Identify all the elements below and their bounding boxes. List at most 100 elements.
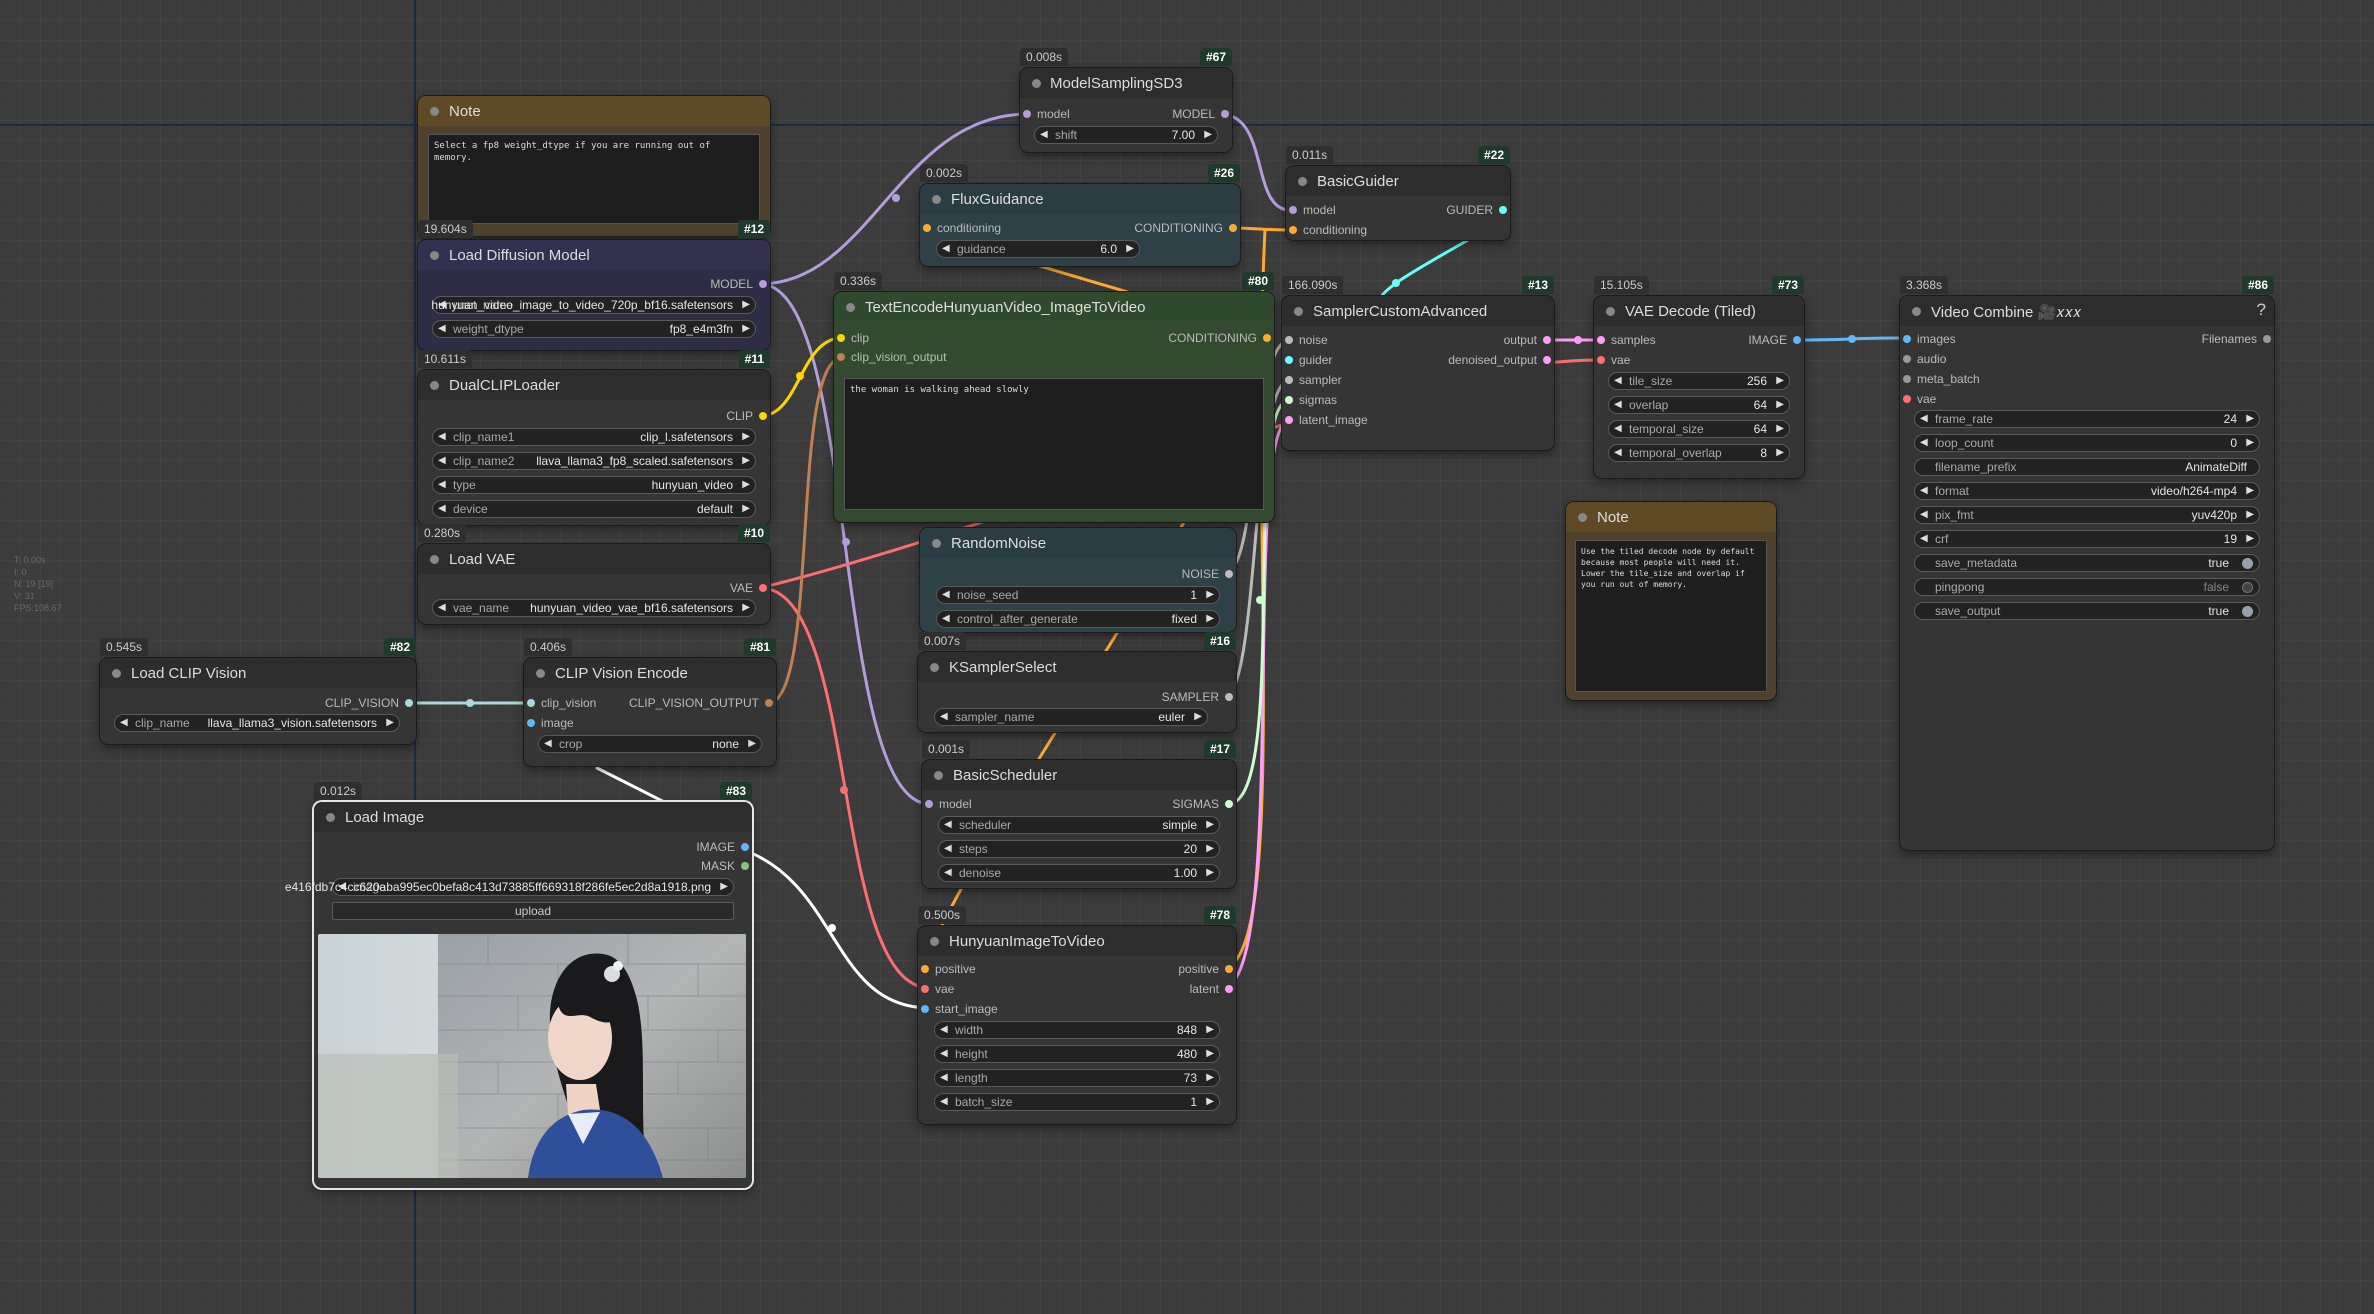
increment-arrow[interactable]: ▶ (742, 299, 750, 310)
input-pin[interactable] (1285, 376, 1293, 384)
input-slot-vae[interactable]: vae (1594, 353, 1630, 367)
output-slot-output[interactable]: output (1504, 333, 1554, 347)
increment-arrow[interactable]: ▶ (1206, 867, 1214, 878)
increment-arrow[interactable]: ▶ (742, 602, 750, 613)
decrement-arrow[interactable]: ◀ (1040, 129, 1048, 140)
increment-arrow[interactable]: ▶ (1206, 1096, 1214, 1107)
clip-vision-encode-node[interactable]: 0.406s #81 CLIP Vision Encode clip_visio… (524, 638, 776, 766)
note-textarea[interactable]: Use the tiled decode node by default bec… (1575, 540, 1767, 692)
node-header[interactable]: DualCLIPLoader (418, 370, 770, 400)
node-header[interactable]: FluxGuidance (920, 184, 1240, 214)
text-encode-hunyuan-node[interactable]: 0.336s #80 TextEncodeHunyuanVideo_ImageT… (834, 272, 1274, 522)
output-pin[interactable] (759, 412, 767, 420)
input-pin[interactable] (921, 985, 929, 993)
decrement-arrow[interactable]: ◀ (944, 843, 952, 854)
output-slot-model[interactable]: MODEL (710, 277, 770, 291)
toggle-knob[interactable] (2242, 606, 2253, 617)
input-slot-model[interactable]: model (1286, 203, 1336, 217)
node-header[interactable]: TextEncodeHunyuanVideo_ImageToVideo (834, 292, 1274, 322)
output-pin[interactable] (1225, 570, 1233, 578)
toggle-knob[interactable] (2242, 582, 2253, 593)
decrement-arrow[interactable]: ◀ (1614, 375, 1622, 386)
output-slot-sigmas[interactable]: SIGMAS (1172, 797, 1236, 811)
input-slot-noise[interactable]: noise (1282, 333, 1328, 347)
increment-arrow[interactable]: ▶ (2246, 437, 2254, 448)
decrement-arrow[interactable]: ◀ (942, 589, 950, 600)
input-slot-conditioning[interactable]: conditioning (920, 221, 1001, 235)
video-combine-node[interactable]: 3.368s #86 Video Combine 🎥𝑥𝑥𝑥 ? images F… (1900, 276, 2274, 850)
decrement-arrow[interactable]: ◀ (944, 867, 952, 878)
decrement-arrow[interactable]: ◀ (438, 299, 446, 310)
output-slot-vae[interactable]: VAE (730, 581, 770, 595)
increment-arrow[interactable]: ▶ (748, 738, 756, 749)
node-header[interactable]: BasicScheduler (922, 760, 1236, 790)
increment-arrow[interactable]: ▶ (1776, 423, 1784, 434)
note-node[interactable]: Note Use the tiled decode node by defaul… (1566, 502, 1776, 700)
increment-arrow[interactable]: ▶ (1126, 243, 1134, 254)
output-slot-clip-vision[interactable]: CLIP_VISION (325, 696, 416, 710)
increment-arrow[interactable]: ▶ (1206, 819, 1214, 830)
decrement-arrow[interactable]: ◀ (1614, 399, 1622, 410)
increment-arrow[interactable]: ▶ (742, 503, 750, 514)
input-slot-vae[interactable]: vae (1900, 392, 1936, 406)
decrement-arrow[interactable]: ◀ (544, 738, 552, 749)
input-slot-clip-vision-output[interactable]: clip_vision_output (834, 350, 946, 364)
decrement-arrow[interactable]: ◀ (942, 243, 950, 254)
node-header[interactable]: Note (1566, 502, 1776, 532)
input-pin[interactable] (837, 334, 845, 342)
input-pin[interactable] (1903, 375, 1911, 383)
ksampler-select-node[interactable]: 0.007s #16 KSamplerSelect SAMPLER ◀sampl… (918, 632, 1236, 732)
output-pin[interactable] (1793, 336, 1801, 344)
collapse-dot[interactable] (930, 663, 939, 672)
increment-arrow[interactable]: ▶ (1206, 843, 1214, 854)
output-pin[interactable] (1225, 693, 1233, 701)
node-header[interactable]: Load Image (314, 802, 752, 832)
node-header[interactable]: Load CLIP Vision (100, 658, 416, 688)
increment-arrow[interactable]: ▶ (2246, 533, 2254, 544)
output-slot-image[interactable]: IMAGE (1748, 333, 1804, 347)
decrement-arrow[interactable]: ◀ (1614, 423, 1622, 434)
increment-arrow[interactable]: ▶ (742, 455, 750, 466)
load-clip-vision-node[interactable]: 0.545s #82 Load CLIP Vision CLIP_VISION … (100, 638, 416, 744)
increment-arrow[interactable]: ▶ (1206, 1048, 1214, 1059)
input-pin[interactable] (1289, 226, 1297, 234)
increment-arrow[interactable]: ▶ (1206, 1072, 1214, 1083)
prompt-textarea[interactable]: the woman is walking ahead slowly (844, 378, 1264, 510)
output-pin[interactable] (1225, 800, 1233, 808)
collapse-dot[interactable] (846, 303, 855, 312)
node-header[interactable]: RandomNoise (920, 528, 1236, 558)
node-header[interactable]: Note (418, 96, 770, 126)
input-pin[interactable] (1285, 416, 1293, 424)
output-slot-filenames[interactable]: Filenames (2202, 332, 2274, 346)
flux-guidance-node[interactable]: 0.002s #26 FluxGuidance conditioning CON… (920, 164, 1240, 266)
input-slot-audio[interactable]: audio (1900, 352, 1946, 366)
note-node[interactable]: Note Select a fp8 weight_dtype if you ar… (418, 96, 770, 236)
input-slot-clip[interactable]: clip (834, 331, 869, 345)
collapse-dot[interactable] (326, 813, 335, 822)
node-header[interactable]: HunyuanImageToVideo (918, 926, 1236, 956)
output-pin[interactable] (759, 584, 767, 592)
collapse-dot[interactable] (930, 937, 939, 946)
input-slot-meta-batch[interactable]: meta_batch (1900, 372, 1980, 386)
input-slot-latent-image[interactable]: latent_image (1282, 413, 1368, 427)
decrement-arrow[interactable]: ◀ (940, 711, 948, 722)
